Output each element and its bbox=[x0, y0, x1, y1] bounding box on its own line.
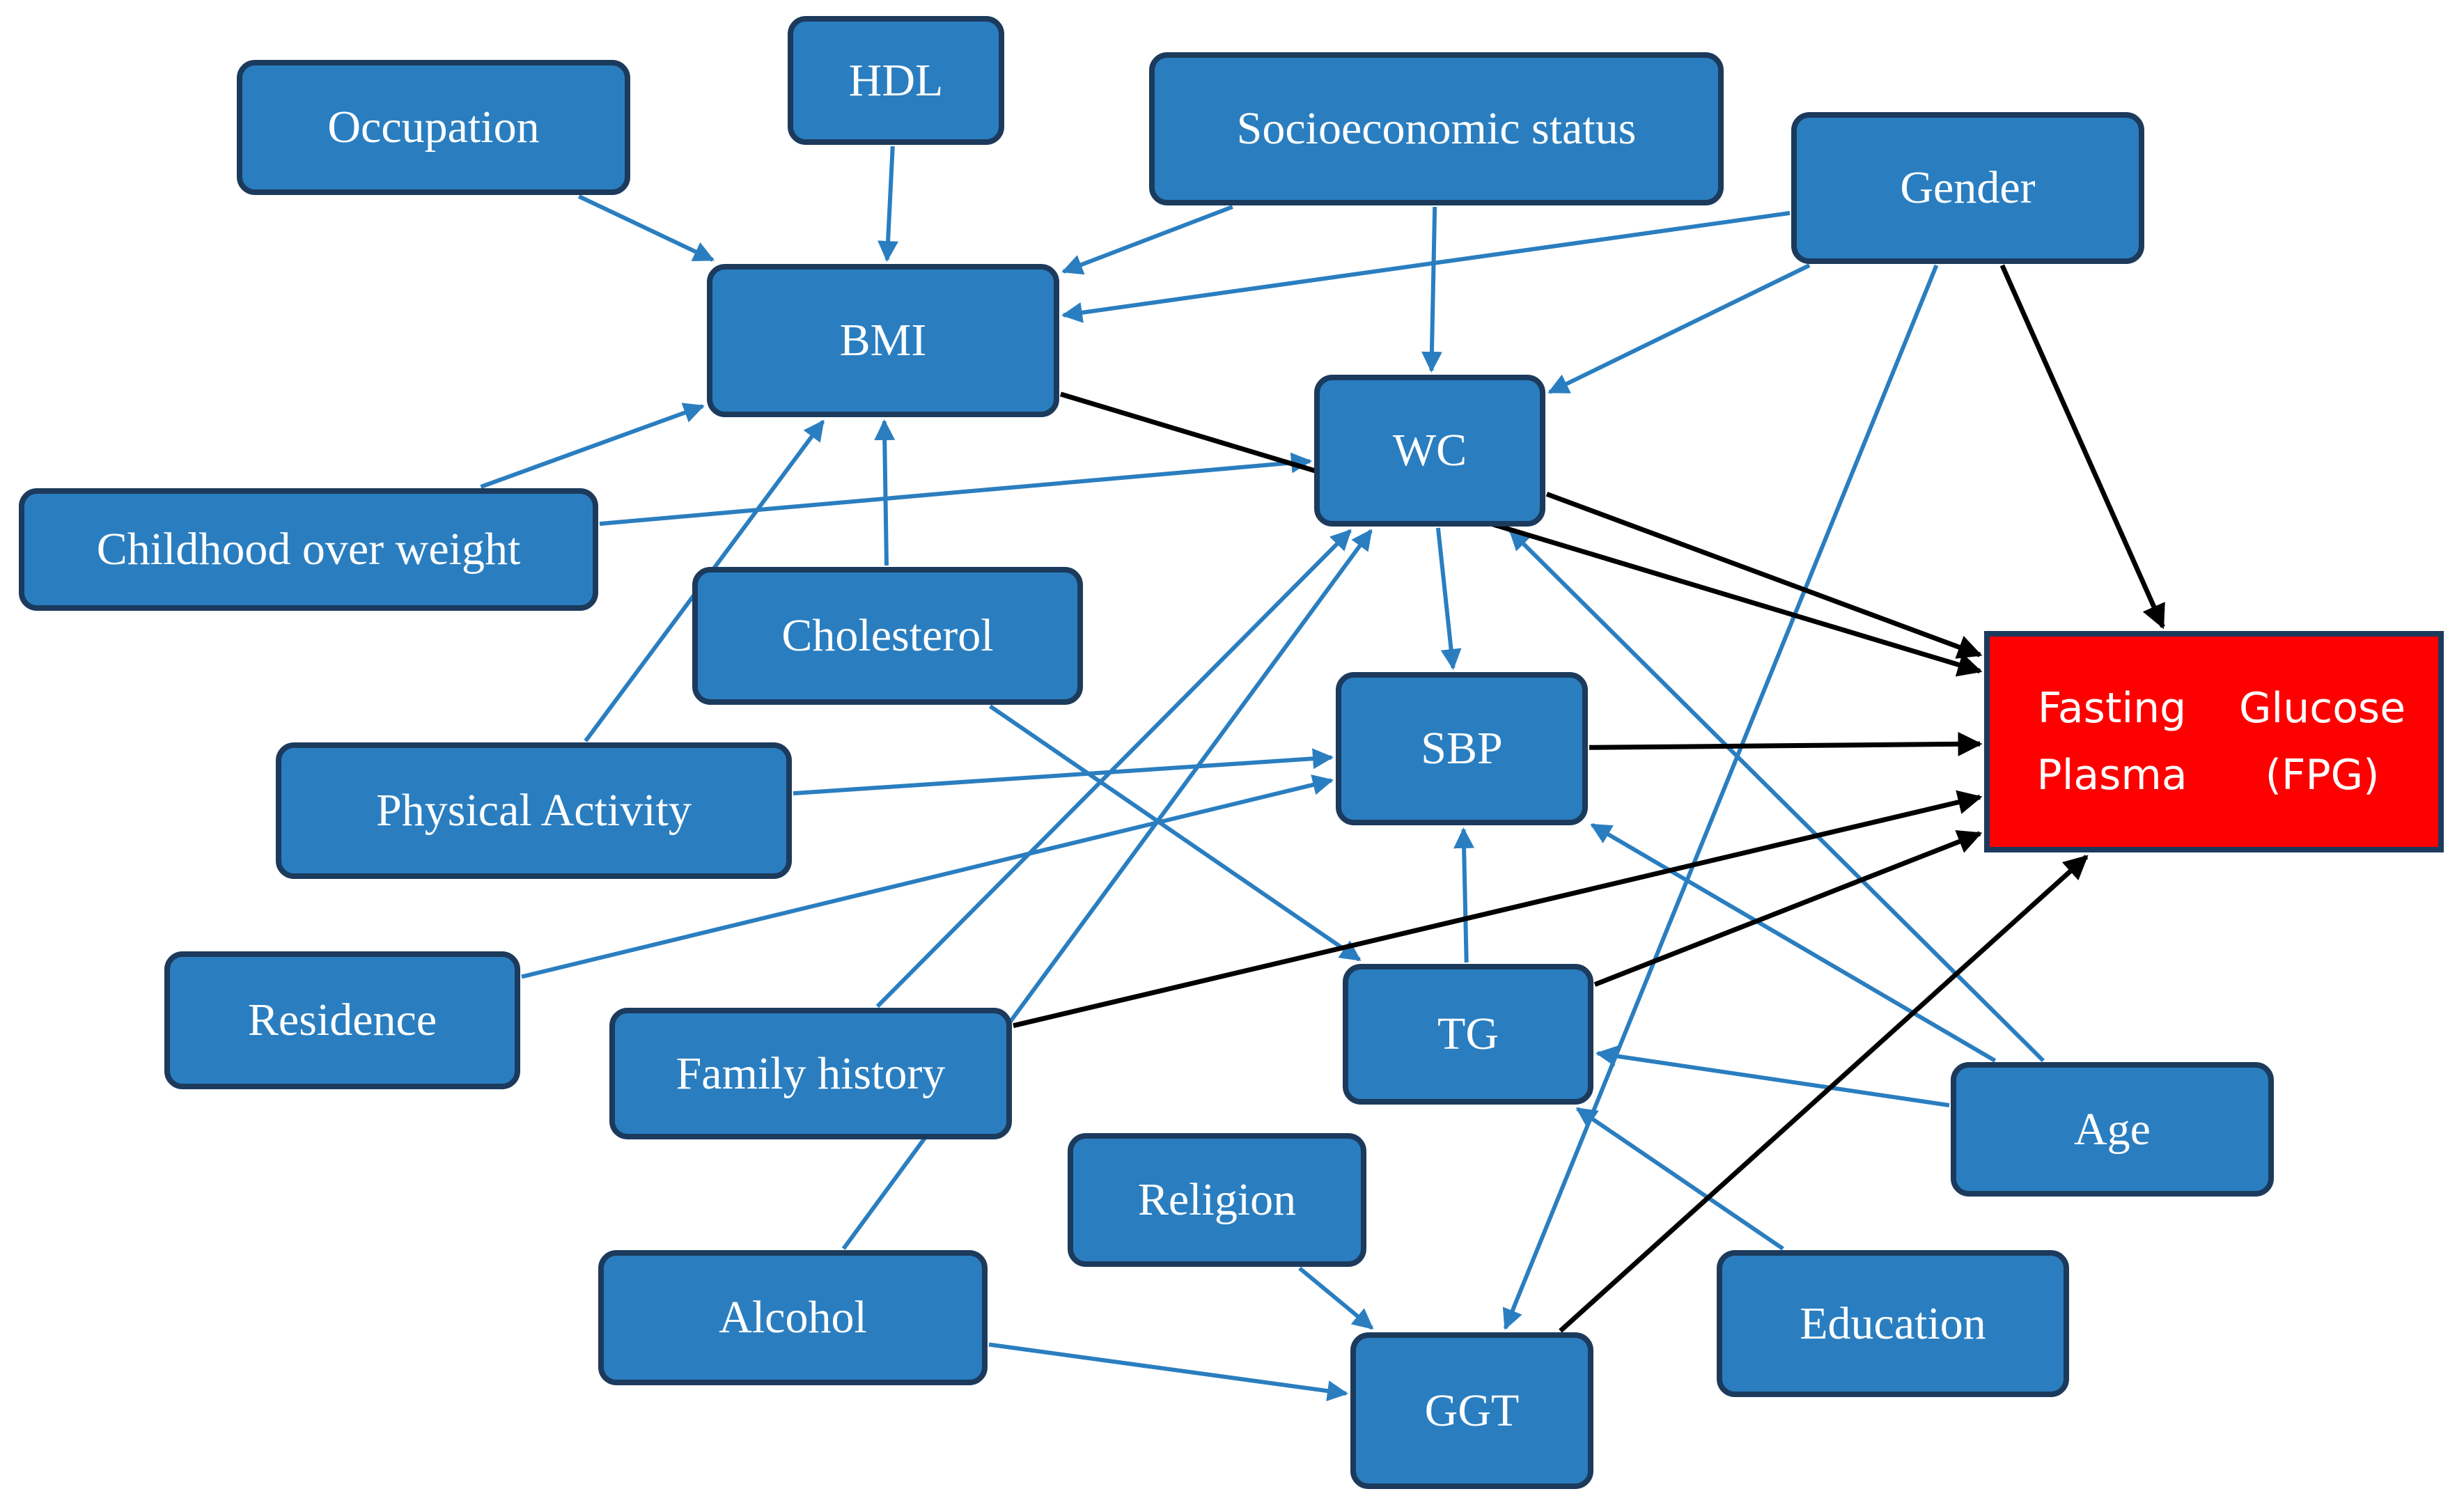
node-fpg-label-line1: Fasting Plasma bbox=[2036, 684, 2187, 800]
edge-residence-to-sbp bbox=[521, 774, 1334, 979]
node-cholesterol: Cholesterol bbox=[692, 567, 1083, 705]
node-tg: TG bbox=[1343, 964, 1593, 1105]
edge-age-to-sbp bbox=[1590, 823, 1997, 1063]
edge-family-history-to-wc bbox=[875, 529, 1352, 1008]
node-sbp-label: SBP bbox=[1421, 723, 1503, 774]
node-ggt-label: GGT bbox=[1424, 1385, 1520, 1436]
edge-gender-to-wc bbox=[1547, 263, 1811, 394]
edge-wc-to-sbp bbox=[1435, 527, 1462, 670]
edge-childhood-over-weight-to-wc bbox=[599, 452, 1312, 527]
node-family-history: Family history bbox=[609, 1008, 1012, 1139]
node-education: Education bbox=[1717, 1250, 2069, 1397]
edge-childhood-over-weight-to-bmi bbox=[480, 403, 705, 489]
edge-age-to-tg bbox=[1596, 1045, 1950, 1107]
node-age-label: Age bbox=[2074, 1103, 2151, 1155]
edge-socioeconomic-status-to-wc bbox=[1421, 206, 1442, 373]
node-bmi-label: BMI bbox=[839, 315, 927, 366]
edge-tg-to-fpg bbox=[1593, 830, 1983, 987]
node-childhood-over-weight: Childhood over weight bbox=[19, 488, 598, 611]
node-sbp: SBP bbox=[1336, 672, 1588, 825]
edge-socioeconomic-status-to-bmi bbox=[1061, 205, 1233, 275]
node-gender-label: Gender bbox=[1900, 162, 2036, 213]
node-alcohol: Alcohol bbox=[598, 1250, 988, 1385]
node-education-label: Education bbox=[1800, 1297, 1986, 1349]
edge-bmi-to-fpg bbox=[1059, 391, 1983, 677]
node-bmi: BMI bbox=[707, 264, 1059, 417]
node-cholesterol-label: Cholesterol bbox=[781, 610, 994, 661]
node-wc: WC bbox=[1314, 375, 1545, 527]
node-alcohol-label: Alcohol bbox=[719, 1292, 867, 1343]
node-hdl: HDL bbox=[788, 16, 1004, 145]
edge-cholesterol-to-bmi bbox=[874, 419, 896, 566]
node-gender: Gender bbox=[1791, 112, 2144, 264]
node-fasting-plasma-glucose: Fasting Plasma Glucose (FPG) bbox=[1984, 631, 2444, 852]
node-tg-label: TG bbox=[1437, 1008, 1499, 1059]
node-fpg-label-line2: Glucose (FPG) bbox=[2239, 684, 2406, 800]
node-occupation: Occupation bbox=[237, 60, 630, 195]
node-physical-activity-label: Physical Activity bbox=[376, 785, 692, 836]
node-ggt: GGT bbox=[1350, 1332, 1593, 1489]
edge-occupation-to-bmi bbox=[578, 194, 715, 262]
edge-physical-activity-to-sbp bbox=[793, 748, 1334, 796]
edge-wc-to-fpg bbox=[1545, 492, 1983, 659]
node-occupation-label: Occupation bbox=[327, 102, 540, 153]
edge-education-to-tg bbox=[1575, 1107, 1784, 1251]
node-residence: Residence bbox=[164, 951, 520, 1089]
edge-tg-to-sbp bbox=[1453, 827, 1475, 963]
node-religion-label: Religion bbox=[1137, 1174, 1297, 1225]
edge-gender-to-bmi bbox=[1061, 210, 1791, 323]
node-childhood-over-weight-label: Childhood over weight bbox=[96, 524, 521, 575]
edge-ggt-to-fpg bbox=[1559, 855, 2089, 1333]
node-wc-label: WC bbox=[1392, 425, 1467, 476]
node-religion: Religion bbox=[1068, 1133, 1366, 1267]
node-physical-activity: Physical Activity bbox=[276, 742, 792, 879]
edge-gender-to-ggt bbox=[1502, 264, 1939, 1330]
node-family-history-label: Family history bbox=[676, 1047, 946, 1099]
node-residence-label: Residence bbox=[247, 995, 437, 1045]
edge-hdl-to-bmi bbox=[878, 146, 899, 262]
edge-age-to-wc bbox=[1508, 529, 2045, 1063]
node-socioeconomic-status-label: Socioeconomic status bbox=[1236, 103, 1637, 154]
node-hdl-label: HDL bbox=[848, 54, 944, 106]
edge-gender-to-fpg bbox=[1999, 264, 2165, 630]
node-age: Age bbox=[1951, 1062, 2274, 1197]
edge-alcohol-to-ggt bbox=[988, 1342, 1348, 1401]
edge-sbp-to-fpg bbox=[1589, 731, 1983, 756]
node-socioeconomic-status: Socioeconomic status bbox=[1149, 52, 1724, 205]
edge-family-history-to-fpg bbox=[1013, 790, 1983, 1029]
edge-cholesterol-to-tg bbox=[989, 704, 1362, 962]
edge-religion-to-ggt bbox=[1298, 1266, 1374, 1330]
